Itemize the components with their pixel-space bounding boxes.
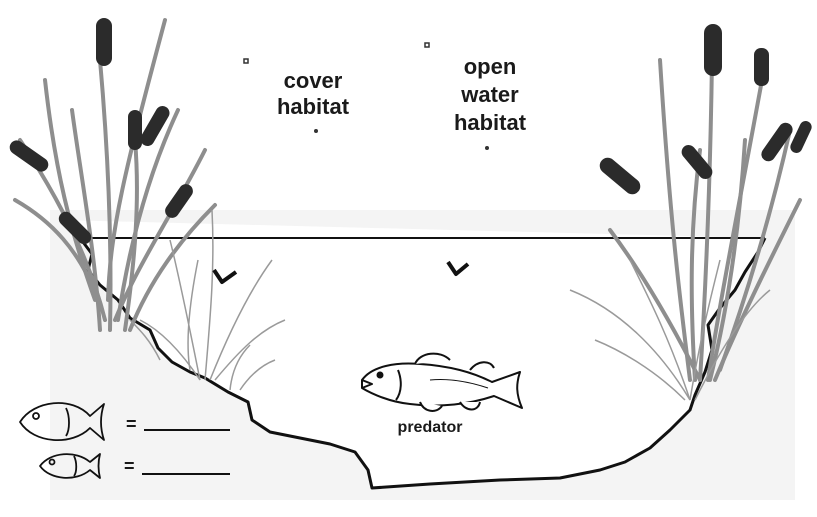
cattail-icon <box>7 138 51 175</box>
marker-square <box>244 59 248 63</box>
cattail-icon <box>788 119 813 155</box>
cattail-icon <box>759 120 796 164</box>
cattail-icon <box>754 48 769 86</box>
cover-habitat-label-line2: habitat <box>277 94 350 119</box>
predator-label: predator <box>398 419 463 436</box>
cover-habitat-label-line1: cover <box>284 68 343 93</box>
cattail-icon <box>96 18 112 66</box>
key-equals-1: = <box>126 414 137 434</box>
open-water-label-line3: habitat <box>454 110 527 135</box>
cattail-icon <box>128 110 142 150</box>
open-water-label-line1: open <box>464 54 517 79</box>
marker-dots <box>244 43 429 63</box>
marker-dot <box>314 129 318 133</box>
key-equals-2: = <box>124 456 135 476</box>
marker-square <box>425 43 429 47</box>
marker-dot <box>485 146 489 150</box>
open-water-label-line2: water <box>460 82 519 107</box>
cattail-icon <box>704 24 722 76</box>
cattail-icon <box>596 154 643 197</box>
